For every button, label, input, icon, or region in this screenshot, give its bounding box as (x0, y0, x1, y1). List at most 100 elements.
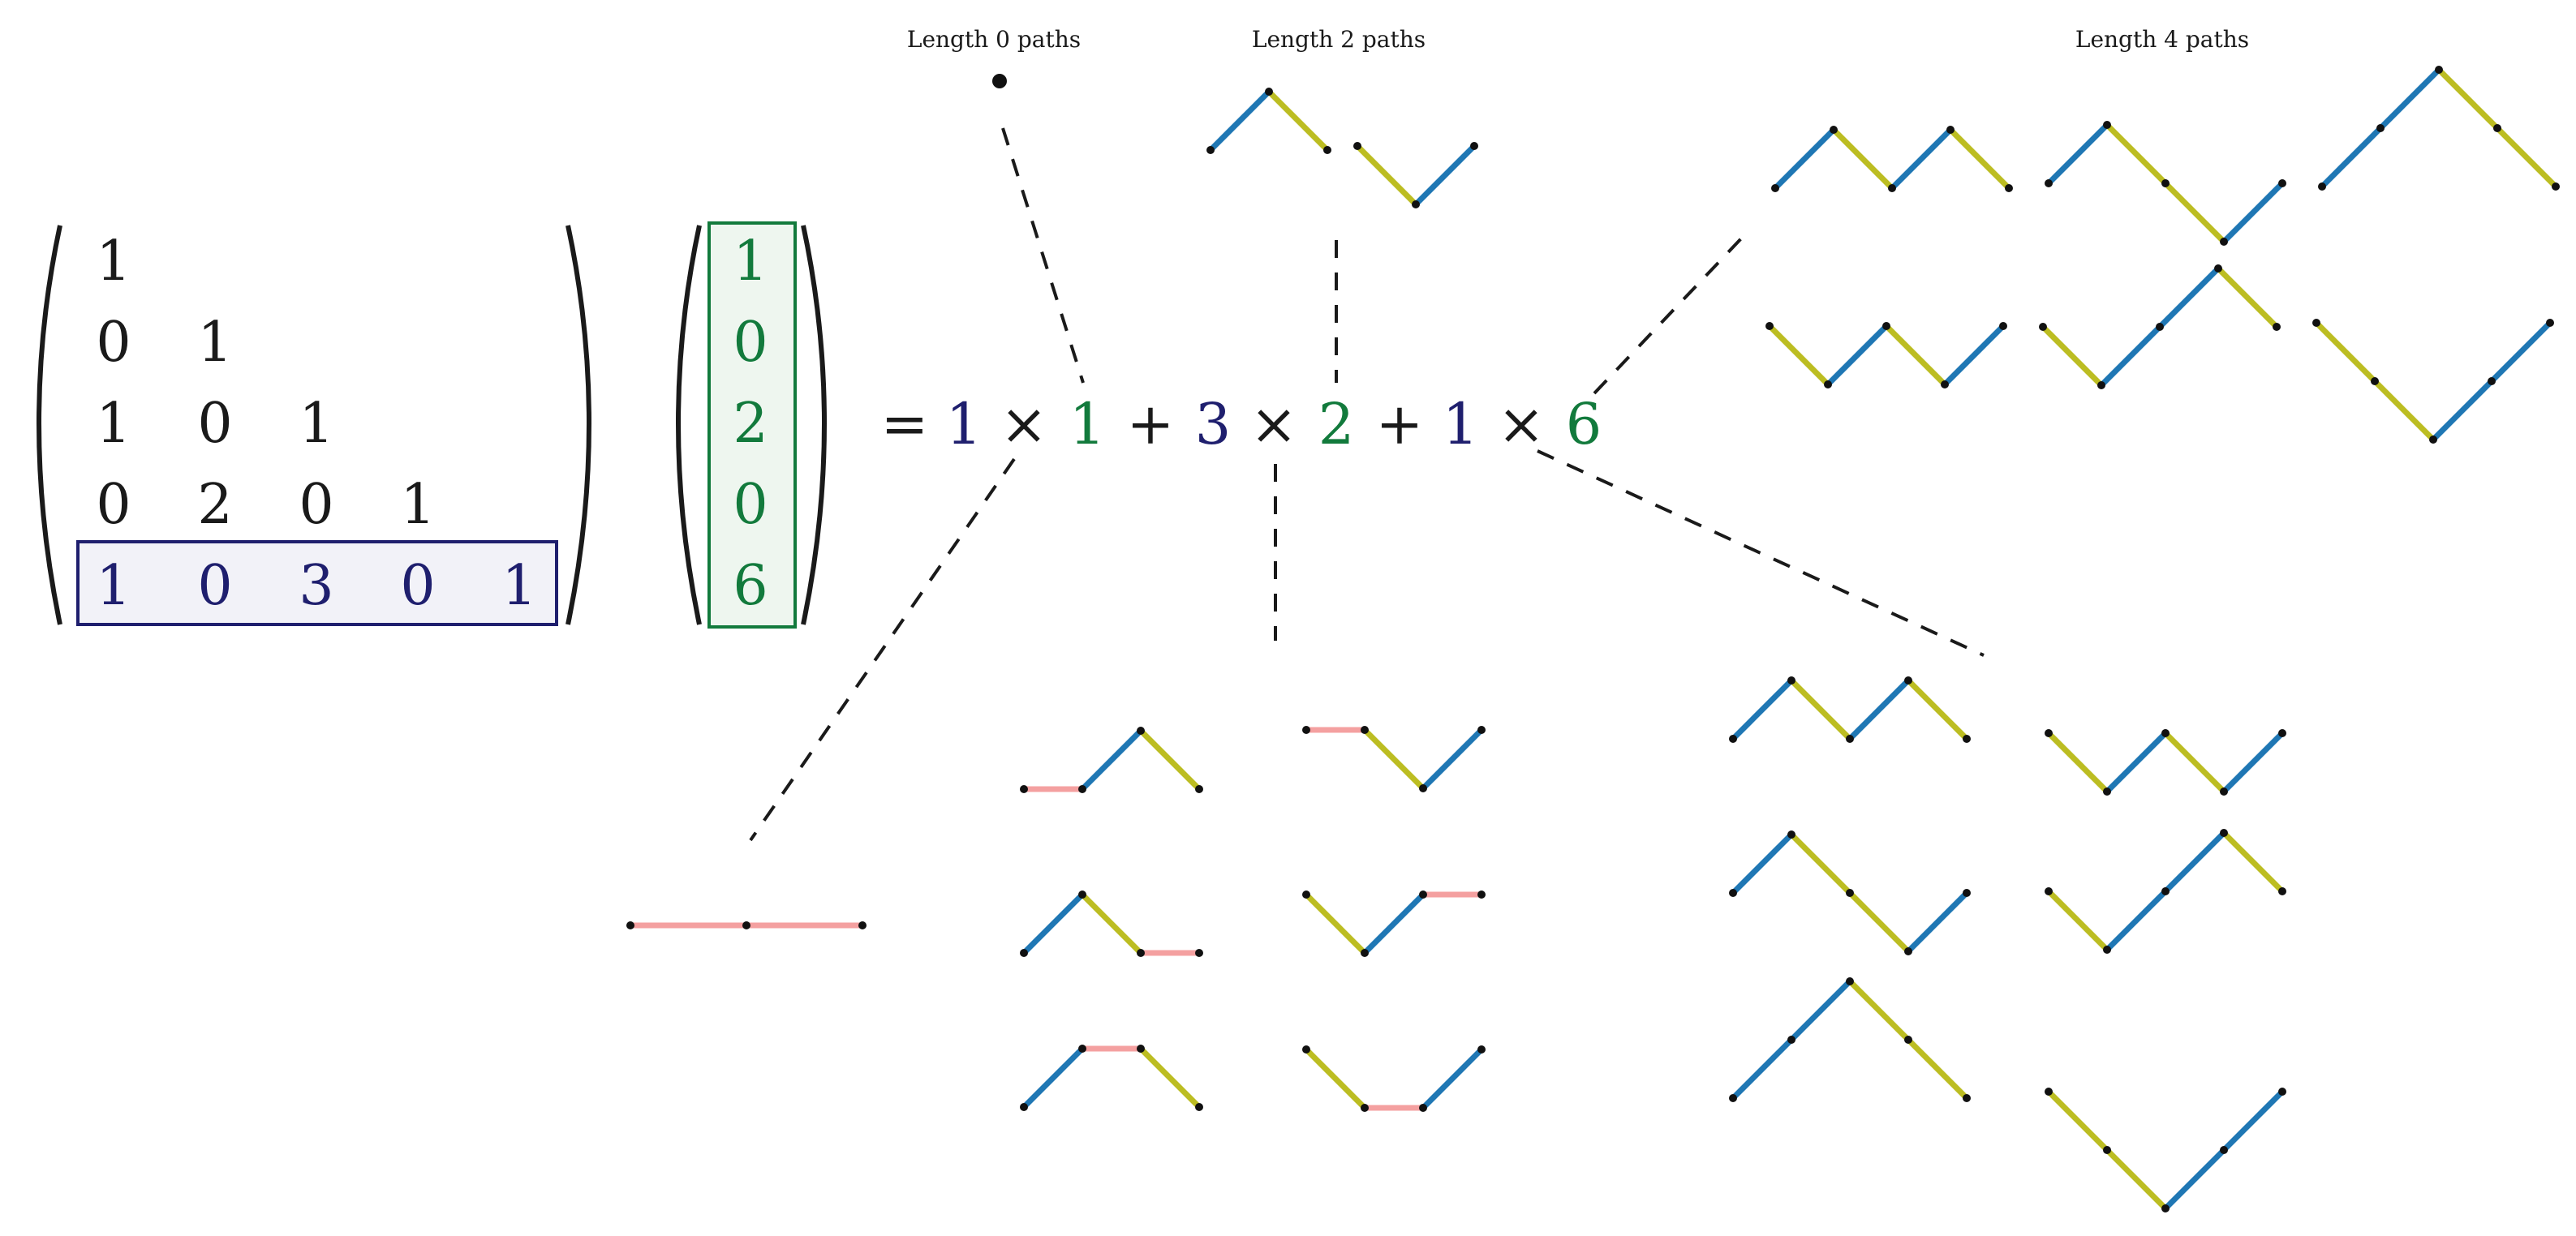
down-step (1304, 892, 1367, 955)
path-vertex-dot (2488, 377, 2496, 385)
vector-entry: 0 (733, 473, 768, 537)
plus-sign: + (1376, 391, 1424, 457)
down-step (1948, 127, 2011, 191)
path-vertex-dot (1020, 1103, 1028, 1111)
path-vertex-dot (1830, 126, 1838, 134)
path-vertex-dot (2045, 1088, 2053, 1096)
up-step (1847, 678, 1911, 741)
down-step (2046, 731, 2109, 794)
lattice-path (2312, 319, 2554, 444)
paths-layer (626, 66, 2560, 1212)
path-vertex-dot (2278, 729, 2286, 737)
matrix-entry: 0 (96, 311, 131, 375)
up-step (1942, 324, 2006, 387)
path-vertex-dot (2220, 829, 2228, 837)
matrix-entry: 1 (96, 392, 131, 456)
path-vertex-dot (2371, 377, 2379, 385)
up-step (2105, 731, 2168, 794)
path-vertex-dot (626, 921, 634, 929)
down-step (1831, 127, 1894, 191)
matrix-entry: 1 (400, 473, 435, 537)
path-vertex-dot (1361, 1104, 1369, 1112)
path-vertex-dot (1302, 1045, 1310, 1054)
up-step (2163, 1148, 2226, 1211)
path-vertex-dot (2278, 887, 2286, 895)
term-count: 2 (1318, 391, 1355, 457)
lattice-path (2039, 264, 2281, 389)
path-vertex-dot (2161, 179, 2170, 187)
path-vertex-dot (2045, 887, 2053, 895)
path-vertex-dot (1904, 676, 1912, 685)
down-step (2046, 1089, 2109, 1152)
lattice-path (2045, 1088, 2286, 1212)
path-vertex-dot (2103, 946, 2111, 954)
path-vertex-dot (1361, 726, 1369, 734)
up-step (2163, 830, 2226, 894)
path-vertex-dot (1729, 1094, 1737, 1102)
path-vertex-dot (2493, 124, 2501, 132)
up-step (2046, 122, 2109, 186)
up-step (2157, 266, 2221, 329)
down-step (1362, 727, 1426, 791)
up-step (1021, 892, 1085, 955)
path-vertex-dot (1787, 830, 1795, 839)
lattice-path (1302, 1045, 1486, 1112)
down-step (1884, 324, 1947, 387)
path-vertex-dot (1137, 949, 1145, 957)
vector-entry: 0 (733, 311, 768, 375)
up-step (1773, 127, 1836, 191)
down-step (1080, 892, 1143, 955)
plus-sign: + (1127, 391, 1175, 457)
path-vertex-dot (2220, 238, 2228, 246)
down-step (1906, 678, 1969, 741)
down-step (2221, 830, 2285, 894)
path-vertex-dot (2318, 182, 2326, 191)
up-step (1080, 728, 1143, 792)
vector-entry: 2 (733, 392, 768, 456)
path-vertex-dot (2161, 1204, 2170, 1212)
path-vertex-dot (1904, 947, 1912, 955)
down-step (2216, 266, 2279, 329)
up-step (2105, 889, 2168, 952)
path-vertex-dot (1419, 1104, 1427, 1112)
down-step (1304, 1047, 1367, 1110)
path-vertex-dot (2103, 788, 2111, 796)
matrix-left-paren (37, 225, 62, 625)
path-vertex-dot (1195, 785, 1203, 793)
lattice-path (1302, 726, 1486, 792)
path-vertex-dot (1206, 146, 1215, 154)
path-vertex-dot (1412, 200, 1420, 208)
path-vertex-dot (1477, 891, 1486, 899)
up-step (1890, 127, 1953, 191)
equation: = 1 × 1 + 3 × 2 + 1 × 6 (881, 391, 1602, 457)
path-vertex-dot (1729, 735, 1737, 743)
matrix-highlight-row (76, 540, 558, 626)
path-vertex-dot (1824, 380, 1832, 388)
path-vertex-dot (1765, 322, 1774, 330)
up-step (2378, 67, 2441, 131)
down-step (2495, 126, 2558, 189)
lattice-path (2318, 66, 2560, 191)
path-vertex-dot (1020, 949, 1028, 957)
path-vertex-dot (2214, 264, 2222, 273)
vector-entries: 1 0 2 0 6 (733, 230, 768, 618)
term-count: 6 (1566, 391, 1602, 457)
up-step (1731, 832, 1794, 895)
down-step (2163, 181, 2226, 244)
path-vertex-dot (1882, 322, 1890, 330)
up-step (1362, 892, 1426, 955)
down-step (2046, 889, 2109, 952)
path-vertex-dot (2429, 436, 2437, 444)
down-step (2163, 731, 2226, 794)
path-vertex-dot (2546, 319, 2554, 327)
connector-flat-1 (749, 457, 1016, 842)
up-step (2099, 324, 2162, 388)
down-step (2436, 67, 2500, 131)
path-vertex-dot (2273, 323, 2281, 331)
path-vertex-dot (1941, 380, 1949, 388)
path-vertex-dot (1137, 1045, 1145, 1053)
up-step (1021, 1046, 1085, 1109)
term-coefficient: 3 (1195, 391, 1232, 457)
matrix-entry-highlight: 0 (197, 554, 232, 618)
header-length-0: Length 0 paths (907, 26, 1081, 53)
